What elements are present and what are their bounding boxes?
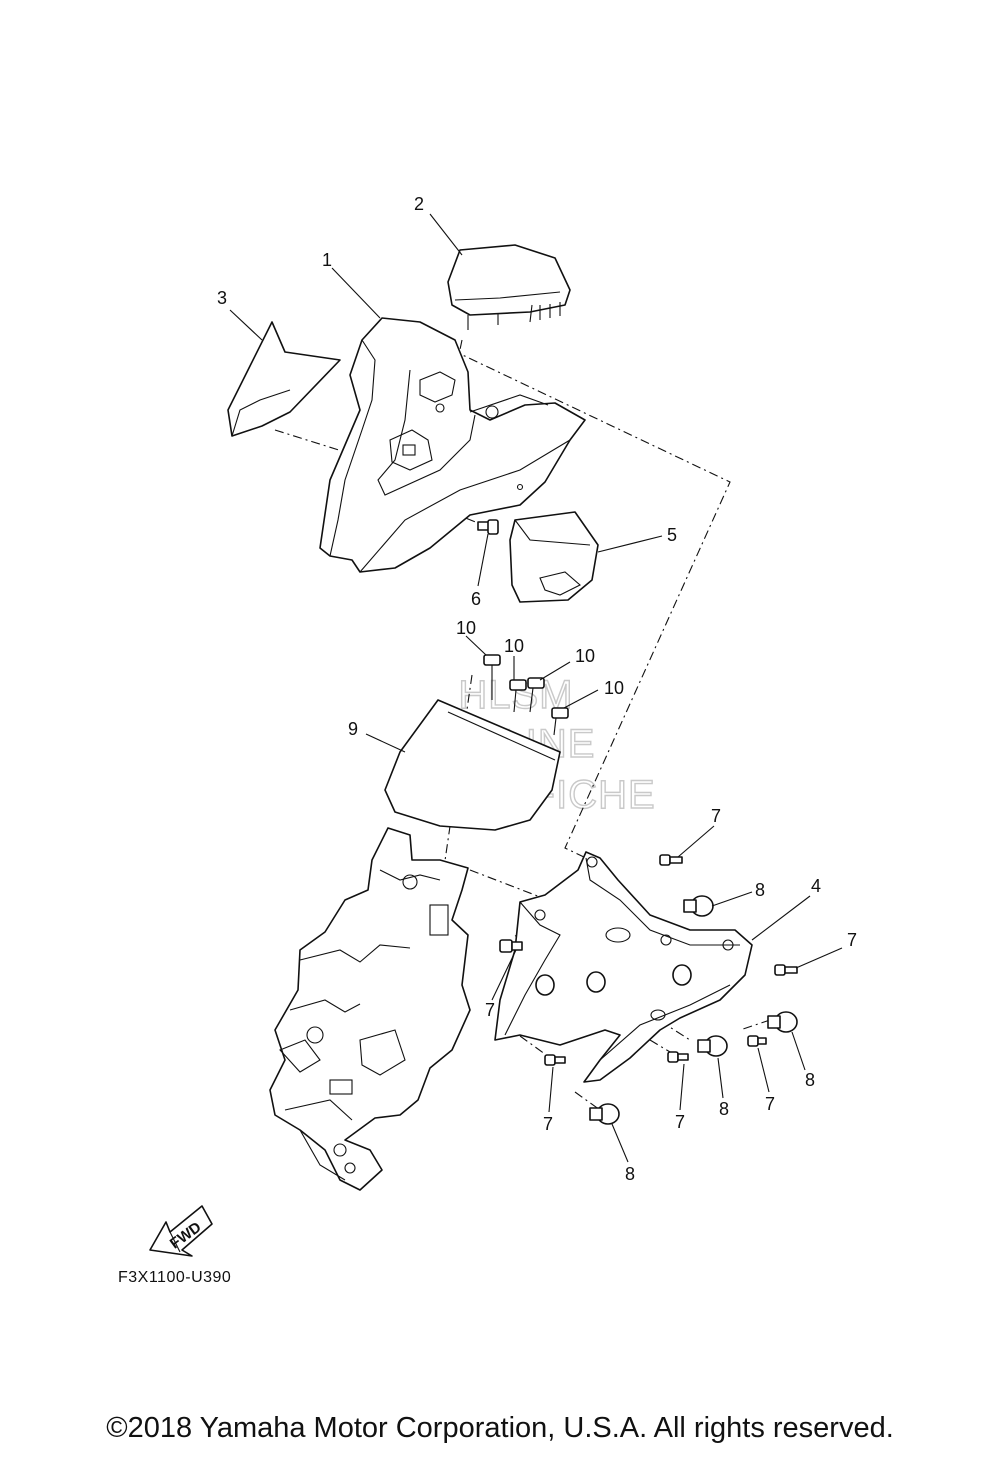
callout-labels: 1 2 3 4 5 6 7 7 7 7 7 7 8 8 8 8 9 10 10 … <box>217 194 857 1184</box>
front-cowl-part-1 <box>319 317 586 573</box>
callout-10-a: 10 <box>456 618 476 638</box>
callout-3: 3 <box>217 288 227 308</box>
callout-7-b: 7 <box>847 930 857 950</box>
callout-8-c: 8 <box>719 1099 729 1119</box>
steering-frame <box>269 827 471 1191</box>
bolts-part-10 <box>483 654 569 736</box>
callout-2: 2 <box>414 194 424 214</box>
callout-8-a: 8 <box>755 880 765 900</box>
callout-7-a: 7 <box>711 806 721 826</box>
leader-lines <box>229 213 843 1163</box>
callout-7-d: 7 <box>543 1114 553 1134</box>
callout-8-b: 8 <box>805 1070 815 1090</box>
callout-7-f: 7 <box>765 1094 775 1114</box>
callout-1: 1 <box>322 250 332 270</box>
callout-5: 5 <box>667 525 677 545</box>
callout-10-d: 10 <box>604 678 624 698</box>
diagram-code: F3X1100-U390 <box>118 1269 232 1286</box>
bolt-part-6 <box>477 519 499 535</box>
callout-8-d: 8 <box>625 1164 635 1184</box>
copyright-notice: ©2018 Yamaha Motor Corporation, U.S.A. A… <box>106 1412 894 1444</box>
callout-7-e: 7 <box>675 1112 685 1132</box>
callout-10-b: 10 <box>504 636 524 656</box>
screws-part-7 <box>499 854 798 1066</box>
top-cover-part-2 <box>447 244 571 330</box>
callout-10-c: 10 <box>575 646 595 666</box>
callout-4: 4 <box>811 876 821 896</box>
side-panel-part-3 <box>227 321 341 437</box>
callout-6: 6 <box>471 589 481 609</box>
callout-9: 9 <box>348 719 358 739</box>
meter-cover-part-5 <box>509 511 599 603</box>
windscreen-part-9 <box>384 699 561 831</box>
grommets-part-8 <box>589 895 798 1125</box>
callout-7-c: 7 <box>485 1000 495 1020</box>
fwd-arrow-icon: FWD <box>149 1205 213 1257</box>
